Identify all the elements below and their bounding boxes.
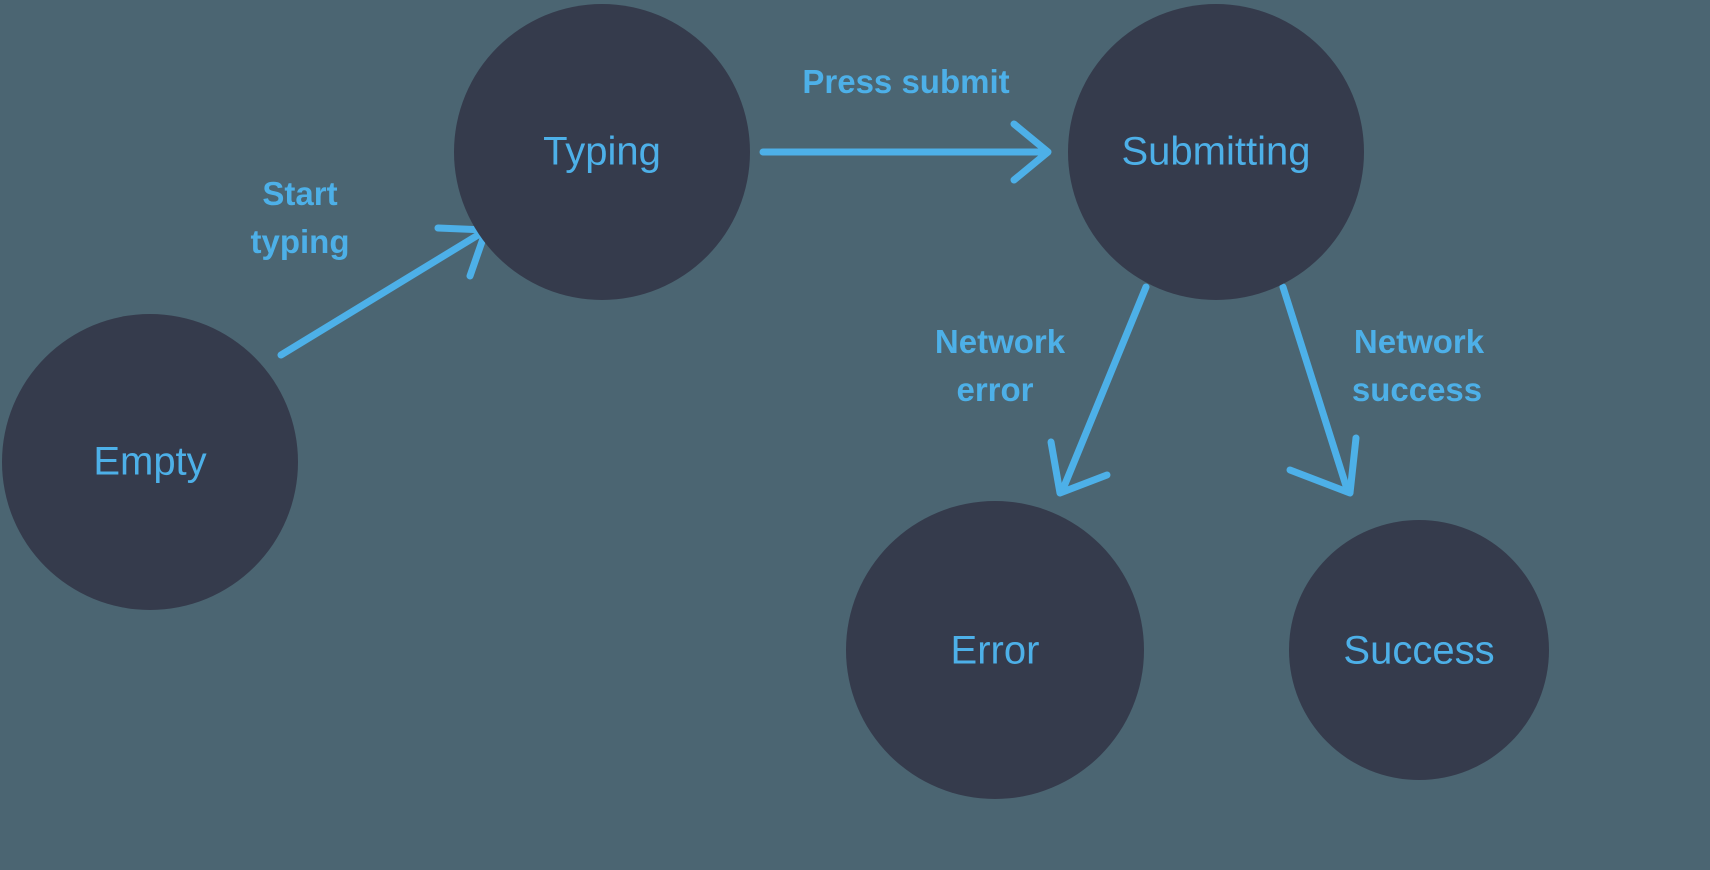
node-empty-circle (2, 314, 298, 610)
node-typing-label: Typing (543, 130, 661, 174)
node-error[interactable]: Error (846, 501, 1144, 799)
node-submitting-label: Submitting (1122, 130, 1311, 174)
node-success-circle (1289, 520, 1549, 780)
edge-submitting-to-error[interactable] (1047, 283, 1150, 497)
edge-label-submitting-to-success: Network success (1352, 323, 1485, 408)
edge-label-network-error-line1: Network (935, 323, 1066, 360)
edge-label-press-submit-line1: Press submit (802, 63, 1009, 100)
edge-label-submitting-to-error: Network error (935, 323, 1066, 408)
node-empty[interactable]: Empty (2, 314, 298, 610)
edge-label-start-typing-line1: Start (262, 175, 337, 212)
node-typing[interactable]: Typing (454, 4, 750, 300)
edge-submitting-to-success[interactable] (1279, 283, 1360, 497)
edge-label-start-typing-line2: typing (251, 223, 350, 260)
node-success-label: Success (1343, 629, 1494, 673)
node-error-circle (846, 501, 1144, 799)
edge-line-submitting-to-error (1059, 283, 1150, 493)
arrowhead-submitting-to-success (1286, 434, 1360, 497)
edge-label-empty-to-typing: Start typing (251, 175, 350, 260)
edge-label-network-success-line2: success (1352, 371, 1482, 408)
edge-line-empty-to-typing (277, 228, 487, 359)
node-submitting[interactable]: Submitting (1068, 4, 1364, 300)
node-error-label: Error (951, 629, 1040, 673)
edge-typing-to-submitting[interactable] (759, 120, 1052, 184)
edge-label-network-error-line2: error (956, 371, 1033, 408)
arrowhead-typing-to-submitting (1010, 120, 1052, 184)
node-typing-circle (454, 4, 750, 300)
edge-label-network-success-line1: Network (1354, 323, 1485, 360)
edge-line-submitting-to-success (1279, 283, 1351, 493)
node-empty-label: Empty (93, 440, 206, 484)
node-success[interactable]: Success (1289, 520, 1549, 780)
edge-label-typing-to-submitting: Press submit (802, 63, 1009, 100)
node-submitting-circle (1068, 4, 1364, 300)
arrowhead-submitting-to-error (1047, 438, 1111, 497)
